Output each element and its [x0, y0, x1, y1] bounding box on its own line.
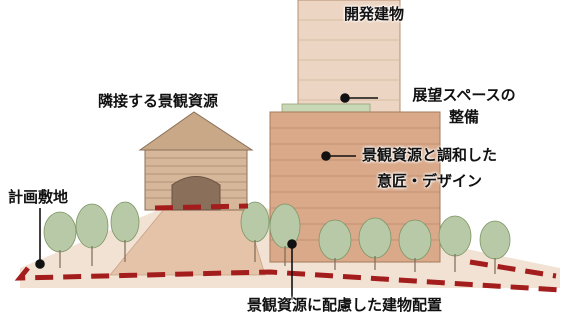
- historic-building: [138, 111, 254, 211]
- label-harmonized-design-line1: 景観資源と調和した: [362, 146, 498, 164]
- label-development-building: 開発建物: [344, 5, 405, 23]
- trees: [43, 201, 511, 261]
- label-harmonized-design-line2: 意匠・デザイン: [377, 172, 483, 190]
- site-boundary: [14, 203, 561, 293]
- leaders: [35, 93, 378, 300]
- label-planned-site: 計画敷地: [8, 188, 69, 206]
- label-observation-space-line1: 展望スペースの: [412, 86, 516, 104]
- tree-trunks: [59, 240, 496, 274]
- label-observation-space-line2: 整備: [448, 108, 479, 126]
- label-adjacent-landscape-resource: 隣接する景観資源: [98, 92, 219, 110]
- label-building-layout: 景観資源に配慮した建物配置: [247, 296, 443, 314]
